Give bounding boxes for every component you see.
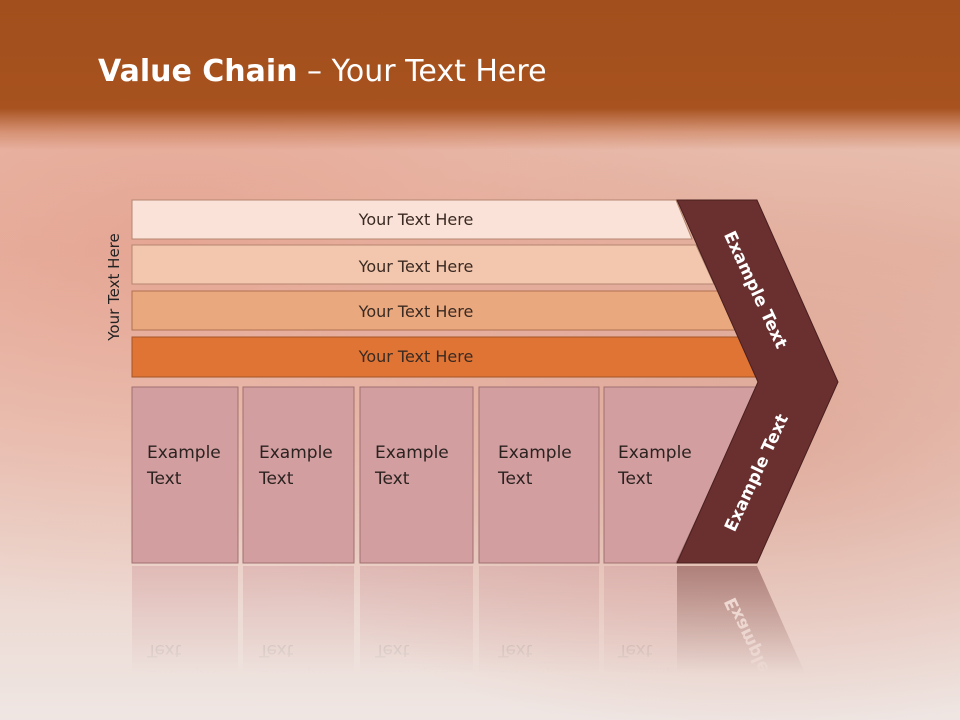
box-2-line2: Text	[258, 469, 294, 489]
box-1	[131, 386, 239, 564]
bar-3-label: Your Text Here	[358, 302, 474, 321]
svg-text:Example: Example	[498, 666, 572, 686]
box-3-line2: Text	[374, 469, 410, 489]
bar-1	[131, 199, 693, 240]
box-3	[359, 386, 474, 564]
svg-text:Text: Text	[497, 640, 533, 660]
title-bold: Value Chain	[98, 54, 298, 89]
box-4	[478, 386, 600, 564]
box-4-line1: Example	[498, 443, 572, 463]
box-5	[603, 386, 759, 564]
diagram-reflection: Example Text Example Text Example Text E…	[132, 566, 826, 720]
diagram-main: Your Text Here Your Text Here Your Text …	[131, 199, 839, 564]
box-5-line1: Example	[618, 443, 692, 463]
bar-4-label: Your Text Here	[358, 347, 474, 366]
svg-text:Text: Text	[374, 640, 410, 660]
svg-text:Text: Text	[146, 640, 182, 660]
title-banner	[0, 0, 960, 150]
box-4-line2: Text	[497, 469, 533, 489]
box-1-line2: Text	[146, 469, 182, 489]
bar-1-label: Your Text Here	[358, 210, 474, 229]
bar-2-label: Your Text Here	[358, 257, 474, 276]
box-1-line1: Example	[147, 443, 221, 463]
svg-text:Example: Example	[259, 666, 333, 686]
slide-title: Value Chain – Your Text Here	[98, 54, 547, 89]
svg-text:Example: Example	[618, 666, 692, 686]
box-5-line2: Text	[617, 469, 653, 489]
svg-text:Text: Text	[617, 640, 653, 660]
svg-text:Text: Text	[258, 640, 294, 660]
box-3-line1: Example	[375, 443, 449, 463]
chevron-arrow	[676, 199, 839, 564]
title-rest: – Your Text Here	[297, 54, 547, 89]
box-2	[242, 386, 355, 564]
box-2-line1: Example	[259, 443, 333, 463]
svg-text:Example: Example	[375, 666, 449, 686]
svg-text:Example: Example	[147, 666, 221, 686]
